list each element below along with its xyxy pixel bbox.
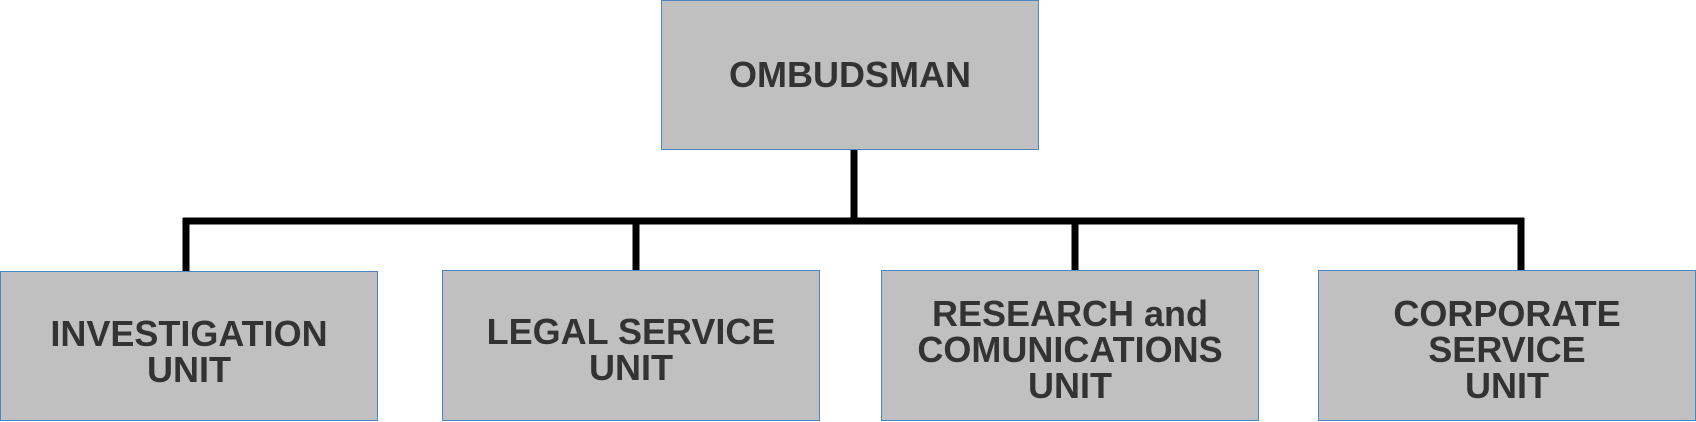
legal-service-unit-label: LEGAL SERVICE UNIT bbox=[486, 310, 776, 388]
ombudsman-label: OMBUDSMAN bbox=[729, 54, 971, 95]
corporate-service-unit-label: CORPORATE SERVICE UNIT bbox=[1393, 292, 1621, 406]
legal-service-unit-box: LEGAL SERVICE UNIT bbox=[442, 270, 820, 421]
investigation-unit-label: INVESTIGATION UNIT bbox=[50, 313, 328, 390]
corporate-service-unit-box: CORPORATE SERVICE UNIT bbox=[1318, 270, 1696, 421]
research-communications-unit-box: RESEARCH and COMUNICATIONS UNIT bbox=[881, 270, 1259, 421]
research-communications-unit-label: RESEARCH and COMUNICATIONS UNIT bbox=[917, 292, 1223, 406]
ombudsman-box: OMBUDSMAN bbox=[661, 0, 1039, 150]
investigation-unit-box: INVESTIGATION UNIT bbox=[0, 271, 378, 421]
